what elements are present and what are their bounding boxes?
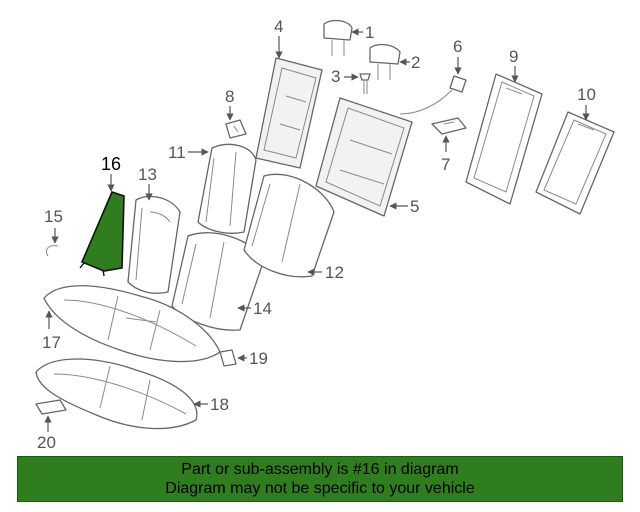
part-16-side-bolster[interactable] xyxy=(79,191,125,277)
part-3-guide-sleeve[interactable] xyxy=(359,73,371,94)
parts-diagram: 16 15 13 11 14 12 4 5 xyxy=(35,17,615,452)
info-banner: Part or sub-assembly is #16 in diagram D… xyxy=(17,456,623,502)
callout-3: 3 xyxy=(331,67,340,86)
part-20-tray[interactable] xyxy=(35,399,67,415)
callout-9: 9 xyxy=(509,47,518,66)
callout-4: 4 xyxy=(274,17,283,36)
part-17-seat-cushion-cover[interactable] xyxy=(43,285,221,363)
callout-19: 19 xyxy=(249,349,268,368)
callout-8: 8 xyxy=(225,87,234,106)
callout-15: 15 xyxy=(44,207,63,226)
part-12-back-cover[interactable] xyxy=(243,173,335,278)
part-19-cap[interactable] xyxy=(219,349,237,367)
part-5-right-back-frame[interactable] xyxy=(315,97,413,217)
part-13-seat-back-cover[interactable] xyxy=(127,195,181,294)
callout-17: 17 xyxy=(42,333,61,352)
banner-line-1: Part or sub-assembly is #16 in diagram xyxy=(181,461,459,478)
part-15-clip[interactable] xyxy=(45,245,59,257)
part-7-latch[interactable] xyxy=(431,117,467,135)
part-1-headrest[interactable] xyxy=(323,19,353,56)
part-10-back-panel[interactable] xyxy=(535,111,615,215)
callout-10: 10 xyxy=(577,85,596,104)
part-11-seat-back-pad[interactable] xyxy=(197,143,257,234)
callout-16: 16 xyxy=(101,154,121,174)
part-4-left-back-frame[interactable] xyxy=(255,57,323,169)
part-18-seat-cushion-pad[interactable] xyxy=(35,358,198,430)
part-9-back-panel[interactable] xyxy=(465,73,543,205)
callout-2: 2 xyxy=(411,53,420,72)
callout-18: 18 xyxy=(210,395,229,414)
callout-14: 14 xyxy=(253,299,272,318)
callout-5: 5 xyxy=(410,197,419,216)
part-6-release-cable[interactable] xyxy=(399,75,467,115)
part-2-headrest[interactable] xyxy=(369,43,401,80)
callout-12: 12 xyxy=(325,263,344,282)
banner-line-2: Diagram may not be specific to your vehi… xyxy=(165,480,475,497)
callout-11: 11 xyxy=(168,143,186,162)
callout-6: 6 xyxy=(453,37,462,56)
callout-1: 1 xyxy=(365,23,374,42)
callout-20: 20 xyxy=(37,433,56,452)
callout-13: 13 xyxy=(138,165,157,184)
callout-7: 7 xyxy=(441,155,450,174)
part-8-bracket[interactable] xyxy=(225,119,247,139)
